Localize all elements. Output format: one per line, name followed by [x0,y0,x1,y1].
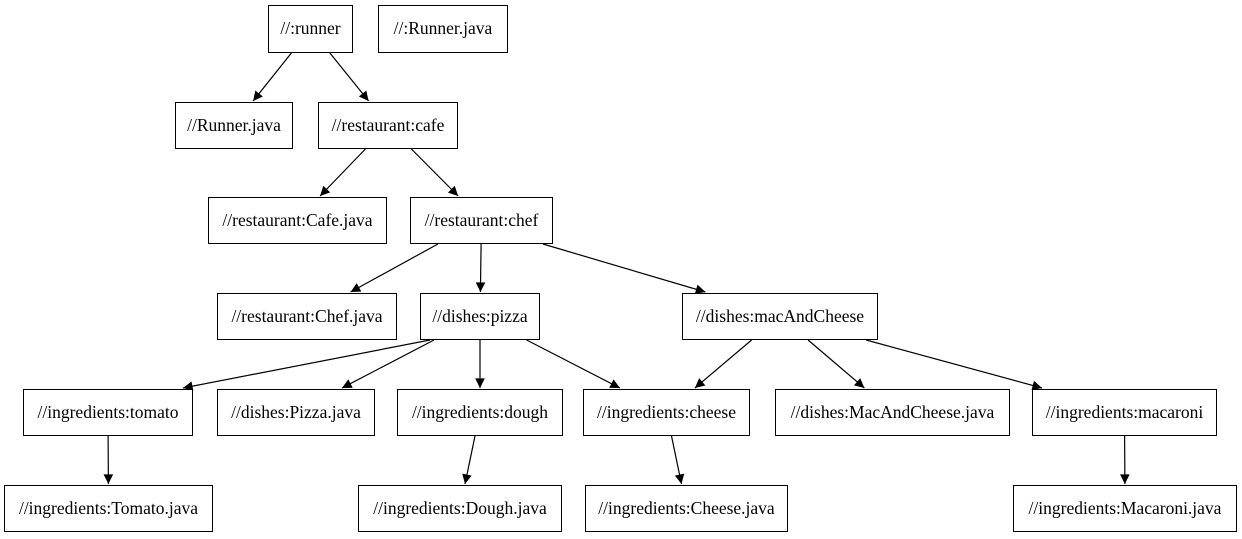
node-label: //ingredients:Cheese.java [598,497,775,518]
node-label: //Runner.java [187,114,281,135]
graph-node-runner-java: //Runner.java [175,102,293,149]
node-label: //:Runner.java [393,18,493,39]
graph-node-tomato-java: //ingredients:Tomato.java [4,485,213,532]
edge-runner-to-runner-java [252,52,292,102]
node-label: //ingredients:Dough.java [373,497,547,518]
edge-pizza-to-tomato [182,339,431,391]
graph-node-dough: //ingredients:dough [397,389,563,436]
node-label: //restaurant:Cafe.java [222,209,373,230]
edge-chef-to-chef-java [350,243,439,293]
node-label: //ingredients:cheese [597,401,736,422]
edge-mac-and-cheese-to-cheese [694,339,752,389]
edge-mac-and-cheese-to-macaroni [865,339,1043,391]
edge-pizza-to-pizza-java [341,339,435,389]
graph-node-mac-and-cheese: //dishes:macAndCheese [682,293,878,340]
graph-node-dough-java: //ingredients:Dough.java [358,485,562,532]
node-label: //ingredients:Macaroni.java [1028,497,1222,518]
edge-cafe-to-cafe-java [319,148,366,197]
node-label: //ingredients:dough [411,401,549,422]
graph-node-pizza-java: //dishes:Pizza.java [217,389,375,436]
node-label: //restaurant:cafe [331,114,445,135]
node-label: //:runner [280,18,341,39]
graph-node-runner-java-src: //:Runner.java [378,5,508,53]
graph-node-cheese-java: //ingredients:Cheese.java [585,485,788,532]
node-label: //restaurant:chef [424,209,539,230]
edge-mac-and-cheese-to-mac-and-cheese-java [807,339,865,389]
edge-cafe-to-chef [410,148,459,197]
edge-runner-to-cafe [329,52,370,102]
graph-node-pizza: //dishes:pizza [420,293,540,340]
node-label: //dishes:MacAndCheese.java [790,401,995,422]
graph-node-cafe: //restaurant:cafe [318,102,458,149]
graph-node-chef-java: //restaurant:Chef.java [217,293,397,340]
node-label: //dishes:Pizza.java [231,401,361,422]
graph-node-cafe-java: //restaurant:Cafe.java [208,197,387,244]
graph-node-macaroni: //ingredients:macaroni [1032,389,1217,436]
node-label: //ingredients:macaroni [1045,401,1204,422]
graph-node-chef: //restaurant:chef [410,197,553,244]
edge-cheese-to-cheese-java [670,435,685,485]
graph-node-mac-and-cheese-java: //dishes:MacAndCheese.java [775,389,1010,436]
node-label: //ingredients:tomato [37,401,179,422]
edge-pizza-to-cheese [526,339,621,389]
graph-node-cheese: //ingredients:cheese [583,389,750,436]
node-label: //dishes:macAndCheese [695,305,865,326]
graph-node-tomato: //ingredients:tomato [23,389,193,436]
edge-dough-to-dough-java [462,435,476,485]
node-label: //ingredients:Tomato.java [18,497,199,518]
edge-chef-to-mac-and-cheese [542,243,706,294]
graph-node-macaroni-java: //ingredients:Macaroni.java [1013,485,1237,532]
node-label: //dishes:pizza [432,305,528,326]
edge-chef-to-pizza [475,243,486,293]
node-label: //restaurant:Chef.java [231,305,383,326]
graph-node-runner: //:runner [268,5,353,53]
